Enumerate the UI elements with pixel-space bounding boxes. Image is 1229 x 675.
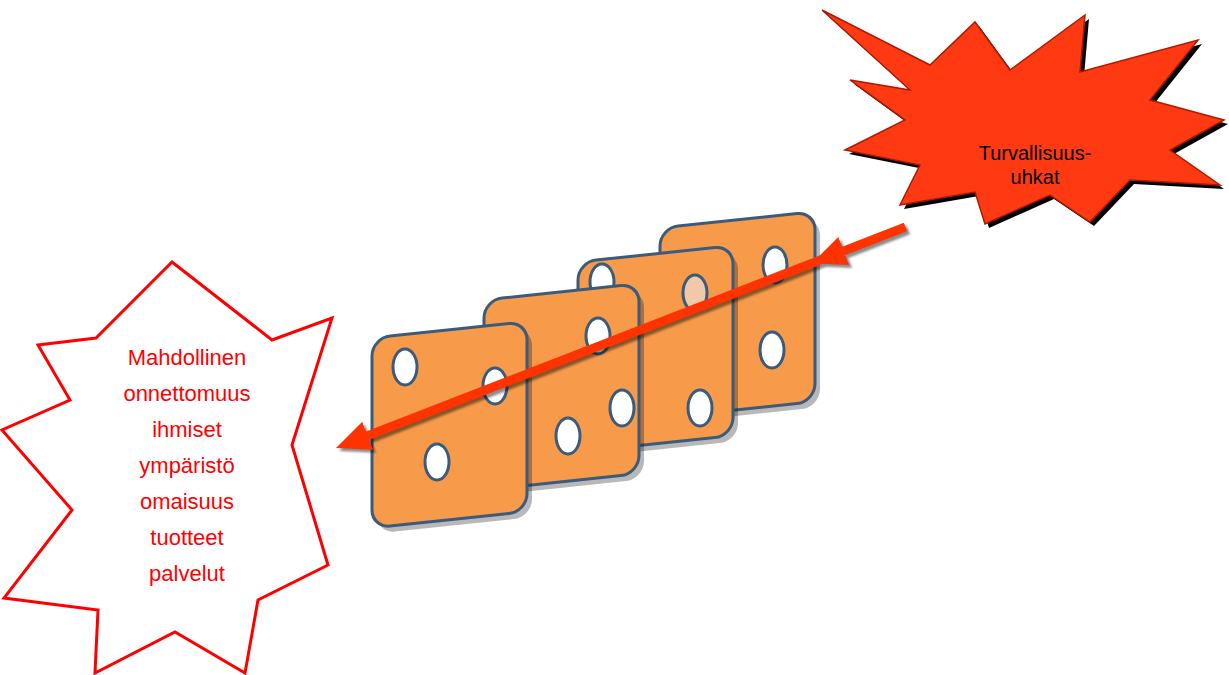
text-group: Mahdollinen onnettomuusihmiset ympäristö… <box>123 340 250 592</box>
text-group: Turvallisuus- uhkat <box>979 141 1092 189</box>
node-text: Turvallisuus- uhkat <box>979 141 1092 189</box>
node-text: ihmiset ympäristö omaisuus tuotteet palv… <box>139 412 234 592</box>
outline-shape <box>822 10 1224 224</box>
node-outline <box>818 5 1229 227</box>
node-text: Mahdollinen onnettomuus <box>123 340 250 412</box>
outline-shape <box>2 262 332 673</box>
threat-burst: Turvallisuus- uhkat <box>818 5 1229 227</box>
threat-arrow <box>364 227 905 437</box>
accident-star: Mahdollinen onnettomuusihmiset ympäristö… <box>0 258 336 675</box>
